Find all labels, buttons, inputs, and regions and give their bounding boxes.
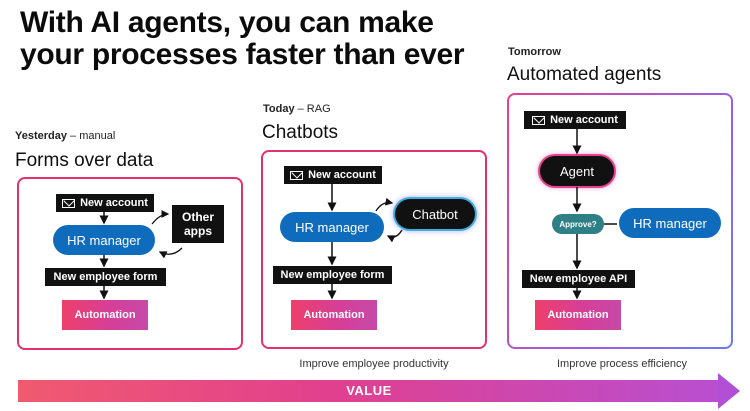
caption-today: Improve employee productivity [299, 358, 449, 370]
chatbot-pill: Chatbot [395, 199, 475, 229]
automation-box-yesterday: Automation [62, 300, 148, 330]
new-account-box-yesterday: New account [56, 194, 154, 212]
new-account-label-today: New account [308, 169, 376, 181]
hr-manager-pill-tomorrow: HR manager [619, 208, 721, 238]
phase-heading-tomorrow: Automated agents [507, 64, 662, 85]
hr-manager-pill-today: HR manager [280, 212, 384, 242]
approve-badge: Approve? [552, 214, 604, 234]
new-account-label-yesterday: New account [80, 197, 148, 209]
phase-label-today-rest: – RAG [294, 103, 331, 115]
hr-manager-pill-yesterday: HR manager [53, 225, 155, 255]
caption-tomorrow: Improve process efficiency [556, 358, 688, 370]
phase-heading-today: Chatbots [262, 122, 339, 143]
form-box-today: New employee form [273, 266, 392, 284]
new-account-box-today: New account [284, 166, 382, 184]
other-apps-box: Other apps [172, 205, 224, 243]
phase-label-yesterday-rest: – manual [66, 130, 116, 142]
phase-label-yesterday-bold: Yesterday [15, 130, 67, 142]
phase-label-yesterday: Yesterday – manual [15, 130, 115, 142]
new-account-box-tomorrow: New account [524, 111, 626, 129]
phase-label-tomorrow: Tomorrow [508, 46, 561, 58]
mail-icon [62, 198, 76, 208]
new-account-label-tomorrow: New account [550, 114, 618, 126]
phase-label-today: Today – RAG [263, 103, 331, 115]
agent-pill: Agent [540, 156, 614, 186]
automation-box-today: Automation [291, 300, 377, 330]
mail-icon [290, 170, 304, 180]
phase-label-today-bold: Today [263, 103, 295, 115]
api-box: New employee API [522, 270, 635, 288]
value-label: VALUE [346, 383, 392, 398]
form-box-yesterday: New employee form [45, 268, 166, 286]
slide-title: With AI agents, you can make your proces… [20, 6, 465, 71]
phase-heading-yesterday: Forms over data [15, 150, 154, 171]
mail-icon [532, 115, 546, 125]
value-arrow-head [718, 373, 740, 409]
value-arrow-bar [18, 380, 720, 402]
automation-box-tomorrow: Automation [535, 300, 621, 330]
